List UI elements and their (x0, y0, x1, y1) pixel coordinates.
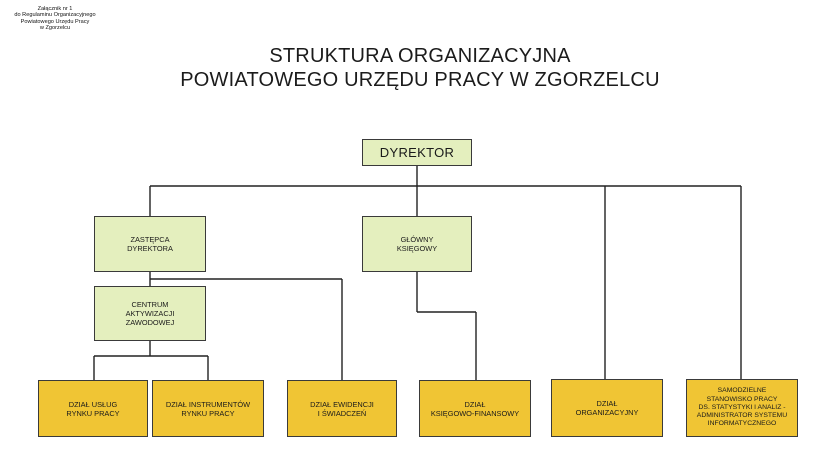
node-label: GŁÓWNY (400, 235, 434, 244)
annex-note: Załącznik nr 1 do Regulaminu Organizacyj… (12, 6, 98, 32)
node-career-activation-center[interactable]: CENTRUM AKTYWIZACJI ZAWODOWEJ (94, 286, 206, 341)
node-label: DZIAŁ USŁUG (68, 399, 118, 409)
node-statistics-it-admin[interactable]: SAMODZIELNE STANOWISKO PRACY DS. STATYST… (686, 379, 798, 437)
node-label: CENTRUM (131, 300, 169, 309)
node-label: KSIĘGOWY (396, 244, 438, 253)
node-label: I ŚWIADCZEŃ (317, 408, 367, 418)
node-label: DZIAŁ EWIDENCJI (310, 399, 374, 409)
node-label: DZIAŁ INSTRUMENTÓW (165, 399, 251, 409)
annex-line: do Regulaminu Organizacyjnego (14, 12, 96, 19)
node-label: RYNKU PRACY (181, 408, 235, 418)
node-label: DZIAŁ (596, 399, 618, 408)
node-labour-market-services[interactable]: DZIAŁ USŁUG RYNKU PRACY (38, 380, 148, 437)
node-label: INFORMATYCZNEGO (707, 420, 777, 428)
node-label: DYREKTORA (127, 244, 173, 253)
node-label: SAMODZIELNE (717, 387, 767, 395)
node-director[interactable]: DYREKTOR (362, 139, 472, 166)
node-label: ZAWODOWEJ (125, 318, 175, 327)
node-label: RYNKU PRACY (66, 408, 120, 418)
node-deputy-director[interactable]: ZASTĘPCA DYREKTORA (94, 216, 206, 272)
node-label: AKTYWIZACJI (125, 309, 175, 318)
node-organizational[interactable]: DZIAŁ ORGANIZACYJNY (551, 379, 663, 437)
node-chief-accountant[interactable]: GŁÓWNY KSIĘGOWY (362, 216, 472, 272)
annex-line: Załącznik nr 1 (37, 6, 73, 12)
node-label: ORGANIZACYJNY (575, 408, 639, 417)
node-records-benefits[interactable]: DZIAŁ EWIDENCJI I ŚWIADCZEŃ (287, 380, 397, 437)
title-line-2: POWIATOWEGO URZĘDU PRACY W ZGORZELCU (180, 69, 660, 91)
node-label: ADMINISTRATOR SYSTEMU (696, 412, 788, 420)
title-line-1: STRUKTURA ORGANIZACYJNA (269, 45, 571, 67)
node-accounting-finance[interactable]: DZIAŁ KSIĘGOWO-FINANSOWY (419, 380, 531, 437)
annex-line: w Zgorzelcu (39, 25, 71, 32)
node-label: STANOWISKO PRACY (706, 395, 778, 403)
annex-line: Powiatowego Urzędu Pracy (20, 18, 90, 25)
node-label: DZIAŁ (464, 399, 486, 409)
node-label: ZASTĘPCA (130, 235, 170, 244)
node-labour-market-instruments[interactable]: DZIAŁ INSTRUMENTÓW RYNKU PRACY (152, 380, 264, 437)
node-label: DYREKTOR (379, 145, 455, 160)
node-label: DS. STATYSTYKI I ANALIZ - (698, 403, 786, 411)
page-title: STRUKTURA ORGANIZACYJNA POWIATOWEGO URZĘ… (150, 44, 690, 92)
node-label: KSIĘGOWO-FINANSOWY (430, 408, 520, 418)
